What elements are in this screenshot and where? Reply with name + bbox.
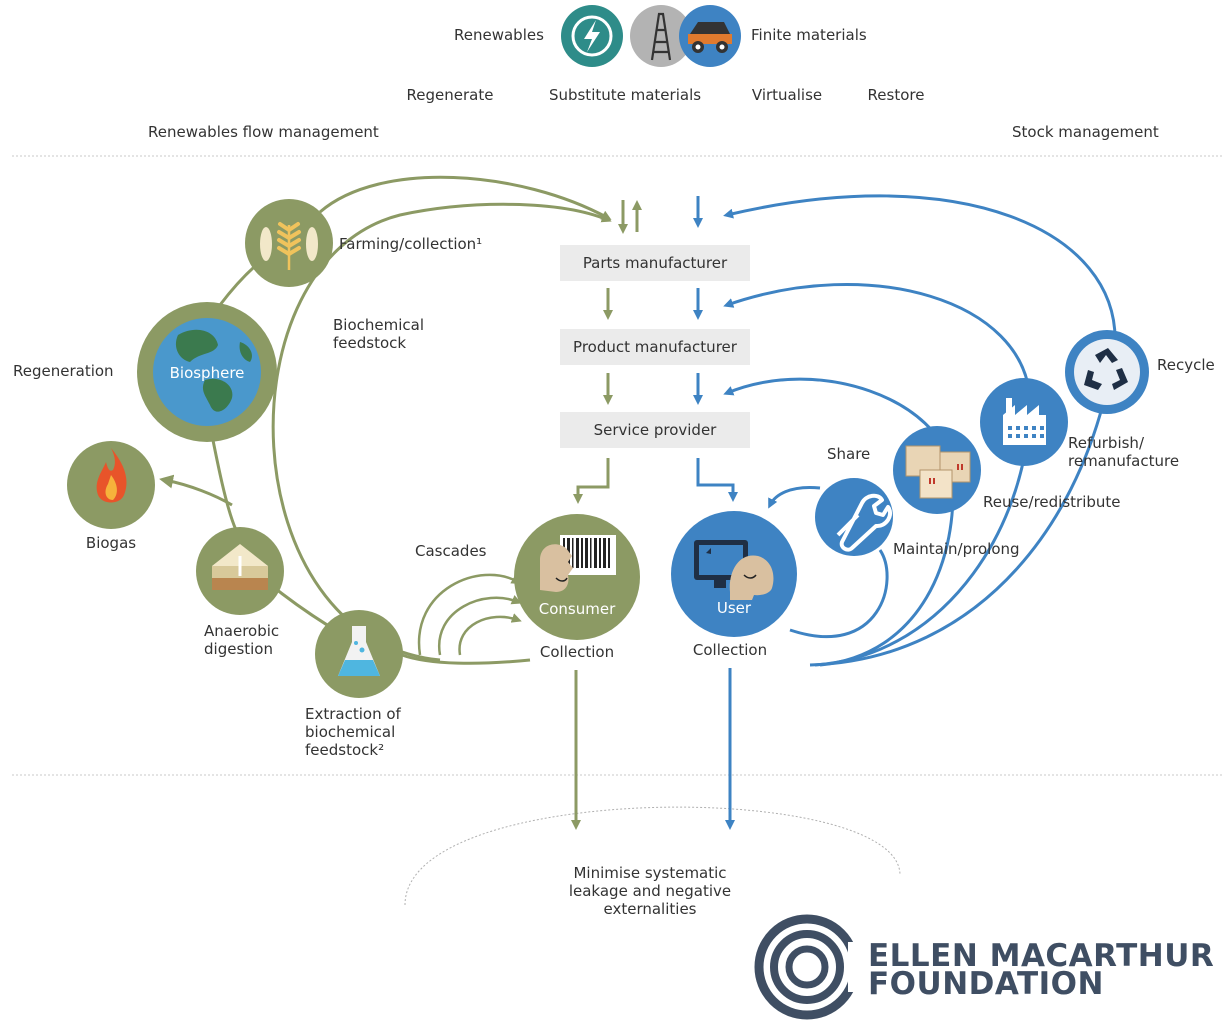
strategy-restore: Restore bbox=[867, 86, 925, 104]
label-share: Share bbox=[827, 445, 871, 463]
strategy-regenerate: Regenerate bbox=[406, 86, 494, 104]
strategy-substitute: Substitute materials bbox=[548, 86, 702, 104]
user-icon bbox=[671, 511, 797, 637]
label-consumer-collection: Collection bbox=[539, 643, 615, 661]
user-label: User bbox=[717, 599, 752, 617]
consumer-icon bbox=[514, 514, 640, 640]
label-reuse: Reuse/redistribute bbox=[983, 493, 1121, 511]
logo-line-2: FOUNDATION bbox=[868, 966, 1104, 1002]
label-anaerobic: Anaerobic digestion bbox=[204, 622, 280, 658]
label-user-collection: Collection bbox=[692, 641, 768, 659]
factory-icon bbox=[980, 378, 1068, 466]
consumer-label: Consumer bbox=[539, 600, 616, 618]
service-provider-box: Service provider bbox=[560, 412, 750, 448]
flow-farming-parts bbox=[319, 175, 612, 220]
foundation-logo-mark bbox=[754, 914, 862, 1020]
legend-renewables: Renewables bbox=[454, 26, 544, 44]
flow-share bbox=[768, 485, 821, 509]
flow-consumer-extraction bbox=[401, 653, 531, 665]
label-cascades: Cascades bbox=[415, 542, 487, 560]
strategy-virtualise: Virtualise bbox=[751, 86, 823, 104]
logo-line-1: ELLEN MACARTHUR bbox=[868, 938, 1215, 974]
section-stock-management: Stock management bbox=[1012, 123, 1159, 141]
label-farming: Farming/collection¹ bbox=[339, 235, 483, 253]
label-maintain: Maintain/prolong bbox=[893, 540, 1020, 558]
extraction-flask-icon bbox=[315, 610, 403, 698]
boxes-icon bbox=[893, 426, 981, 514]
parts-manufacturer-box: Parts manufacturer bbox=[560, 245, 750, 281]
product-manufacturer-box: Product manufacturer bbox=[560, 329, 750, 365]
biogas-icon bbox=[67, 441, 155, 529]
label-recycle: Recycle bbox=[1157, 356, 1215, 374]
biosphere-icon bbox=[137, 302, 277, 442]
label-leakage: Minimise systematic leakage and negative… bbox=[568, 864, 732, 918]
label-regeneration: Regeneration bbox=[13, 362, 114, 380]
oil-derrick-icon bbox=[630, 5, 692, 67]
biosphere-label: Biosphere bbox=[170, 364, 245, 382]
section-renewables-flow: Renewables flow management bbox=[148, 123, 379, 141]
flow-maintain bbox=[789, 549, 889, 639]
anaerobic-digestion-icon bbox=[196, 527, 284, 615]
renewables-icon bbox=[561, 5, 623, 67]
label-biogas: Biogas bbox=[85, 534, 137, 552]
mining-truck-icon bbox=[679, 5, 741, 67]
label-extraction: Extraction of biochemical feedstock² bbox=[305, 705, 401, 759]
flow-to-biogas bbox=[159, 474, 233, 507]
wrench-icon bbox=[815, 478, 893, 556]
recycle-icon bbox=[1065, 330, 1149, 414]
label-refurbish: Refurbish/ remanufacture bbox=[1068, 434, 1180, 470]
legend-finite-materials: Finite materials bbox=[751, 26, 867, 44]
label-biochemical-feedstock: Biochemical feedstock bbox=[333, 316, 425, 352]
cascades-arrows bbox=[417, 573, 522, 656]
farming-icon bbox=[245, 199, 333, 287]
leakage-dome bbox=[404, 806, 901, 906]
